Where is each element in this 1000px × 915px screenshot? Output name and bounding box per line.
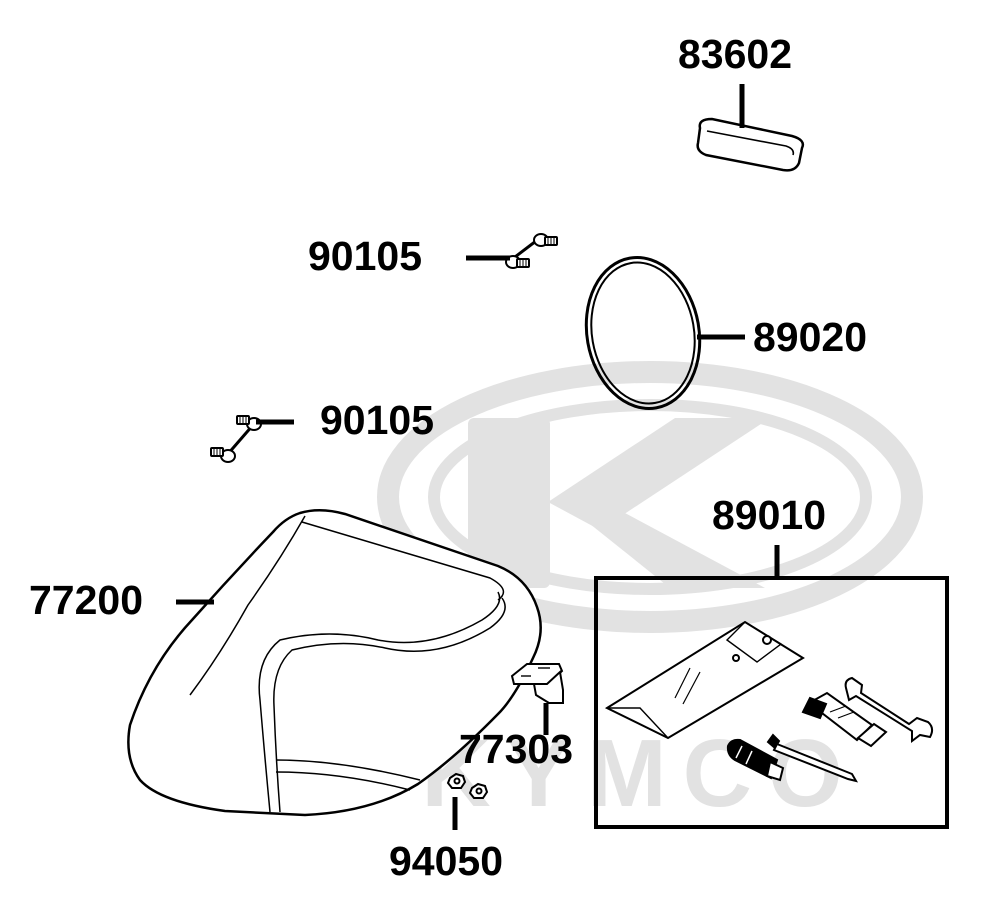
- callout-77303: 77303: [459, 726, 574, 772]
- callout-94050: 94050: [389, 838, 504, 884]
- part-83602-emblem: [696, 117, 805, 172]
- watermark-ring-inner: [428, 399, 872, 595]
- part-94050-nuts: [446, 772, 489, 799]
- part-77200-seat: [127, 509, 542, 817]
- tool-kit-frame: [594, 576, 949, 829]
- callout-90105-lower: 90105: [320, 397, 435, 443]
- screwdriver-handle: [726, 738, 785, 782]
- screwdriver-bit: [766, 733, 859, 783]
- callout-89010: 89010: [712, 492, 827, 538]
- part-77303-hinge: [510, 663, 564, 704]
- watermark-k-letter: [468, 418, 770, 588]
- tool-bag: [604, 620, 805, 740]
- socket-wrench: [801, 691, 888, 748]
- part-89010-tool-kit: [604, 620, 934, 783]
- part-90105-upper-screws: [505, 233, 558, 269]
- part-90105-lower-screws: [210, 415, 262, 463]
- callout-89020: 89020: [753, 314, 868, 360]
- spanner-wrench: [844, 676, 934, 743]
- part-89020-o-ring: [584, 256, 702, 410]
- callout-83602: 83602: [678, 31, 793, 77]
- callout-90105-upper: 90105: [308, 233, 423, 279]
- callout-77200: 77200: [29, 577, 144, 623]
- watermark-ring-outer: [377, 361, 923, 633]
